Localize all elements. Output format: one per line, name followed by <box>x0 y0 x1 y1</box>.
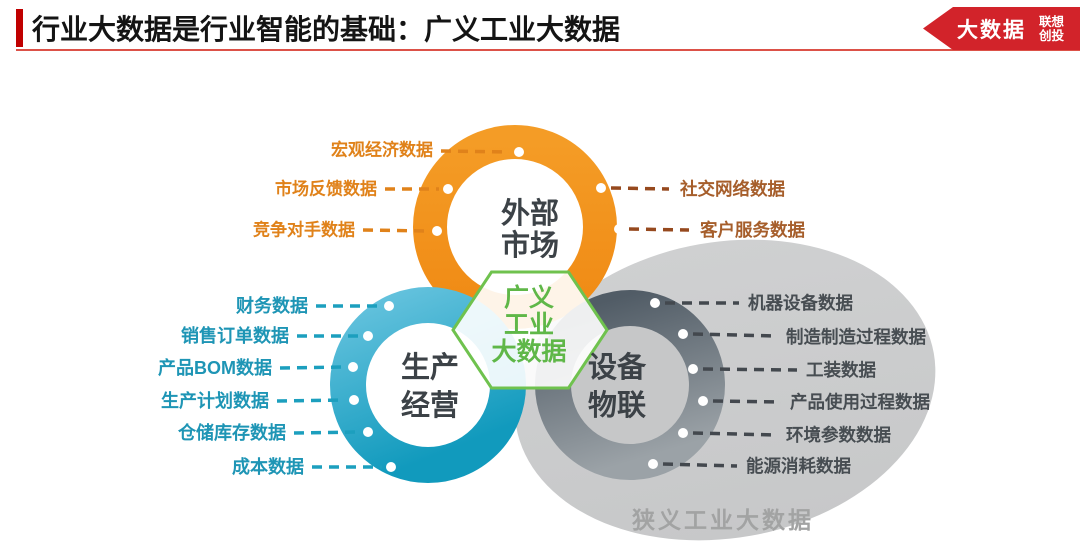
connector-line <box>610 186 670 191</box>
anchor-dot <box>678 329 688 339</box>
anchor-dot <box>384 301 394 311</box>
narrow-data-label: 狭义工业大数据 <box>631 507 814 533</box>
anchor-dot <box>678 428 688 438</box>
data-label-tooling: 工装数据 <box>806 360 876 380</box>
ring-production-inner-disc <box>366 323 490 447</box>
connector-line <box>662 462 738 468</box>
connector-line <box>293 430 360 435</box>
data-label-manufacturing-process: 制造制造过程数据 <box>786 327 926 347</box>
data-label-social-network: 社交网络数据 <box>679 179 785 199</box>
data-label-finance: 财务数据 <box>236 295 308 316</box>
anchor-dot <box>349 395 359 405</box>
anchor-dot <box>614 224 624 234</box>
brand-ribbon-badge: 大数据 联想 创投 <box>923 7 1080 50</box>
anchor-dot <box>698 396 708 406</box>
title-accent-bar <box>16 9 23 47</box>
ring-device-inner-disc <box>570 325 690 445</box>
hexagon-title-line1: 广义 <box>504 283 554 312</box>
title-underline <box>16 49 1080 51</box>
data-label-competitor: 竞争对手数据 <box>253 220 355 240</box>
connector-line <box>440 149 510 154</box>
ring-external-inner-disc <box>447 159 583 295</box>
data-label-macro-economy: 宏观经济数据 <box>331 140 433 160</box>
ring-device-title-line1: 设备 <box>588 351 647 384</box>
data-label-environment-params: 环境参数数据 <box>786 425 891 445</box>
badge-lenovo-line2: 创投 <box>1039 28 1065 43</box>
data-label-sales-order: 销售订单数据 <box>181 325 289 346</box>
anchor-dot <box>348 362 358 372</box>
data-label-cost: 成本数据 <box>232 456 304 477</box>
ring-external-title-line1: 外部 <box>501 196 559 230</box>
connector-line <box>279 365 345 370</box>
anchor-dot <box>432 226 442 236</box>
hexagon-title-line3: 大数据 <box>491 338 566 366</box>
data-label-machine-equipment: 机器设备数据 <box>748 293 853 313</box>
ring-production-title-line1: 生产 <box>401 351 459 384</box>
data-label-production-plan: 生产计划数据 <box>161 390 269 411</box>
badge-lenovo-capital-label: 联想 创投 <box>1039 15 1064 43</box>
badge-lenovo-line1: 联想 <box>1039 14 1065 29</box>
data-label-energy-consumption: 能源消耗数据 <box>746 456 851 476</box>
data-label-product-bom: 产品BOM数据 <box>158 357 272 378</box>
data-label-product-usage: 产品使用过程数据 <box>790 392 930 412</box>
anchor-dot <box>443 184 453 194</box>
anchor-dot <box>363 427 373 437</box>
connector-line <box>692 431 778 437</box>
data-label-market-feedback: 市场反馈数据 <box>275 179 377 199</box>
connector-line <box>712 399 782 404</box>
center-hexagon <box>451 270 609 390</box>
connector-lines <box>276 149 798 469</box>
connector-line <box>692 332 778 338</box>
anchor-dot <box>596 183 606 193</box>
page-title: 行业大数据是行业智能的基础：广义工业大数据 <box>32 14 621 45</box>
connector-line <box>276 398 346 403</box>
ring-production-title-line2: 经营 <box>401 388 459 422</box>
ring-external-title-line2: 市场 <box>501 228 559 262</box>
data-label-customer-service: 客户服务数据 <box>699 220 805 240</box>
badge-big-data-label: 大数据 <box>957 18 1026 42</box>
anchor-dot <box>648 459 658 469</box>
anchor-dot <box>514 147 524 157</box>
anchor-dots <box>348 147 708 472</box>
anchor-dot <box>386 462 396 472</box>
anchor-dot <box>688 364 698 374</box>
connector-line <box>628 227 690 232</box>
hexagon-title-line2: 工业 <box>504 311 554 339</box>
data-label-warehouse-inventory: 仓储库存数据 <box>177 422 286 443</box>
connector-line <box>362 228 428 233</box>
anchor-dot <box>650 298 660 308</box>
anchor-dot <box>363 331 373 341</box>
ring-device-title-line2: 物联 <box>588 389 646 422</box>
